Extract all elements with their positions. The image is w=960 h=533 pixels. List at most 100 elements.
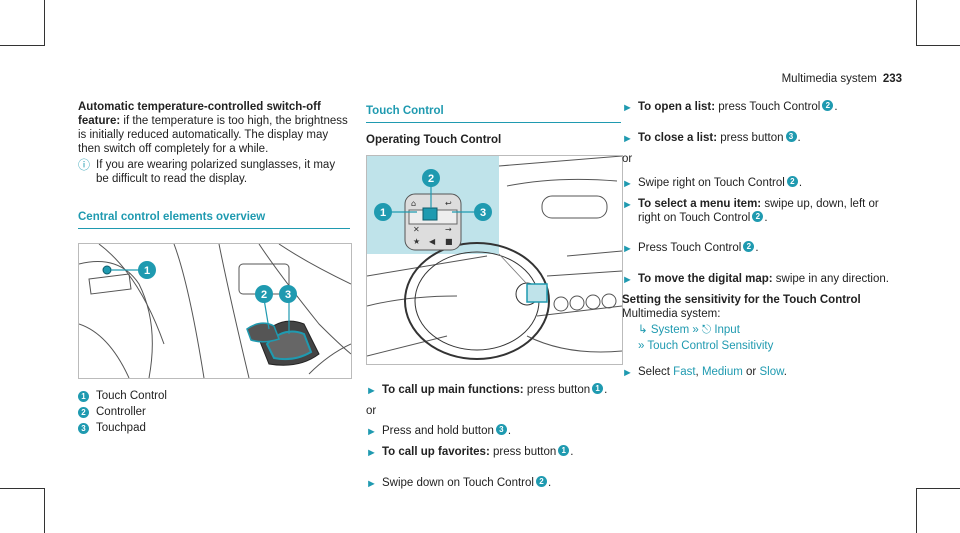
step-text: press Touch Control: [715, 101, 821, 113]
intro-text: if the temperature is too high, the brig…: [78, 115, 348, 155]
svg-text:◀: ◀: [429, 237, 436, 246]
crop-mark: [916, 45, 960, 46]
path-input[interactable]: Input: [714, 324, 740, 336]
step-text: press button: [717, 132, 784, 144]
crop-mark: [916, 0, 917, 46]
step-arrow-icon: ►: [622, 243, 633, 255]
crop-mark: [44, 0, 45, 46]
legend-label: Touchpad: [96, 422, 146, 434]
step-bold: To open a list:: [638, 101, 716, 113]
note-text: If you are wearing polarized sunglasses,…: [96, 159, 336, 185]
path-arrow-icon: »: [638, 340, 645, 352]
callout-3: 3: [480, 207, 486, 219]
note: ⓘ If you are wearing polarized sunglasse…: [78, 158, 350, 186]
ref-badge: 2: [743, 241, 755, 253]
path-system[interactable]: System: [650, 324, 690, 336]
step-text: press button: [489, 446, 557, 458]
legend-item: 1 Touch Control: [78, 389, 350, 403]
console-drawing: 1 2 3: [79, 244, 351, 378]
intro-paragraph: Automatic temperature-controlled switch-…: [78, 100, 350, 156]
period: .: [783, 366, 787, 378]
crop-mark: [0, 45, 44, 46]
step: ► To move the digital map: swipe in any …: [622, 272, 904, 287]
setting-subtitle: Multimedia system:: [622, 308, 721, 320]
step-text: press button: [523, 384, 591, 396]
path-sensitivity[interactable]: Touch Control Sensitivity: [647, 340, 774, 352]
crop-mark: [0, 488, 44, 489]
central-controls-illustration: 1 2 3: [78, 243, 352, 379]
callout-1: 1: [144, 265, 150, 277]
step-bold: To select a menu item:: [638, 198, 762, 210]
menu-path: ↳ System » ⎋ Input » Touch Control Sensi…: [622, 323, 904, 353]
path-start-icon: ↳: [638, 324, 648, 336]
callout-2: 2: [261, 289, 267, 301]
ref-badge: 2: [786, 176, 798, 188]
ref-badge: 3: [785, 131, 797, 143]
page-number: 233: [882, 73, 902, 85]
legend-number: 3: [78, 422, 89, 434]
step-bold: To call up favorites:: [382, 446, 490, 458]
crop-mark: [44, 488, 45, 533]
path-arrow-icon: »: [692, 324, 699, 336]
or-text: or: [622, 153, 633, 165]
svg-text:→: →: [445, 225, 452, 234]
section-title: Central control elements overview: [78, 210, 350, 229]
step-arrow-icon: ►: [366, 478, 377, 490]
step-bold: To close a list:: [638, 132, 718, 144]
input-icon: ⎋: [702, 324, 712, 336]
step: ► To select a menu item: swipe up, down,…: [622, 198, 879, 224]
step-arrow-icon: ►: [622, 178, 633, 190]
svg-text:■: ■: [445, 237, 453, 246]
step-arrow-icon: ►: [622, 274, 633, 286]
ref-badge: 2: [822, 100, 834, 112]
legend-number: 1: [78, 390, 89, 402]
step-text: Select: [638, 366, 674, 378]
crop-mark: [916, 488, 960, 489]
legend-label: Touch Control: [96, 390, 167, 402]
column-2: Touch Control Operating Touch Control: [366, 100, 623, 497]
option-slow[interactable]: Slow: [759, 366, 784, 378]
svg-text:✕: ✕: [413, 225, 420, 234]
step-bold: To call up main functions:: [382, 384, 524, 396]
step: ► To call up main functions: press butto…: [366, 383, 608, 397]
step-arrow-icon: ►: [622, 133, 633, 145]
step-text: Swipe down on Touch Control: [382, 477, 534, 489]
step-arrow-icon: ►: [622, 199, 633, 211]
intro-bold: Automatic temperature-controlled switch-…: [78, 101, 321, 127]
ref-badge: 1: [592, 383, 604, 395]
svg-text:⌂: ⌂: [411, 199, 416, 208]
step-arrow-icon: ►: [366, 385, 377, 397]
option-fast[interactable]: Fast: [673, 366, 696, 378]
step-arrow-icon: ►: [622, 102, 633, 114]
step-text: Press and hold button: [382, 425, 494, 437]
section-title: Touch Control: [366, 104, 621, 123]
legend-label: Controller: [96, 406, 146, 418]
legend-item: 3 Touchpad: [78, 421, 350, 435]
svg-text:↩: ↩: [445, 199, 452, 208]
ref-badge: 2: [535, 476, 547, 488]
steering-wheel-drawing: ⌂ ↩ ✕ → ★ ◀ ■ 1 2 3: [367, 156, 622, 360]
crop-mark: [916, 488, 917, 533]
callout-1: 1: [380, 207, 386, 219]
separator: ,: [695, 366, 702, 378]
step-arrow-icon: ►: [366, 447, 377, 459]
option-medium[interactable]: Medium: [701, 366, 743, 378]
or-text: or: [366, 405, 377, 417]
svg-text:★: ★: [413, 237, 420, 246]
touch-control-illustration: ⌂ ↩ ✕ → ★ ◀ ■ 1 2 3: [366, 155, 623, 365]
step-arrow-icon: ►: [622, 367, 633, 379]
ref-badge: 2: [752, 211, 764, 223]
sub-title: Operating Touch Control: [366, 134, 502, 146]
ref-badge: 3: [495, 424, 507, 436]
ref-badge: 1: [558, 445, 570, 457]
